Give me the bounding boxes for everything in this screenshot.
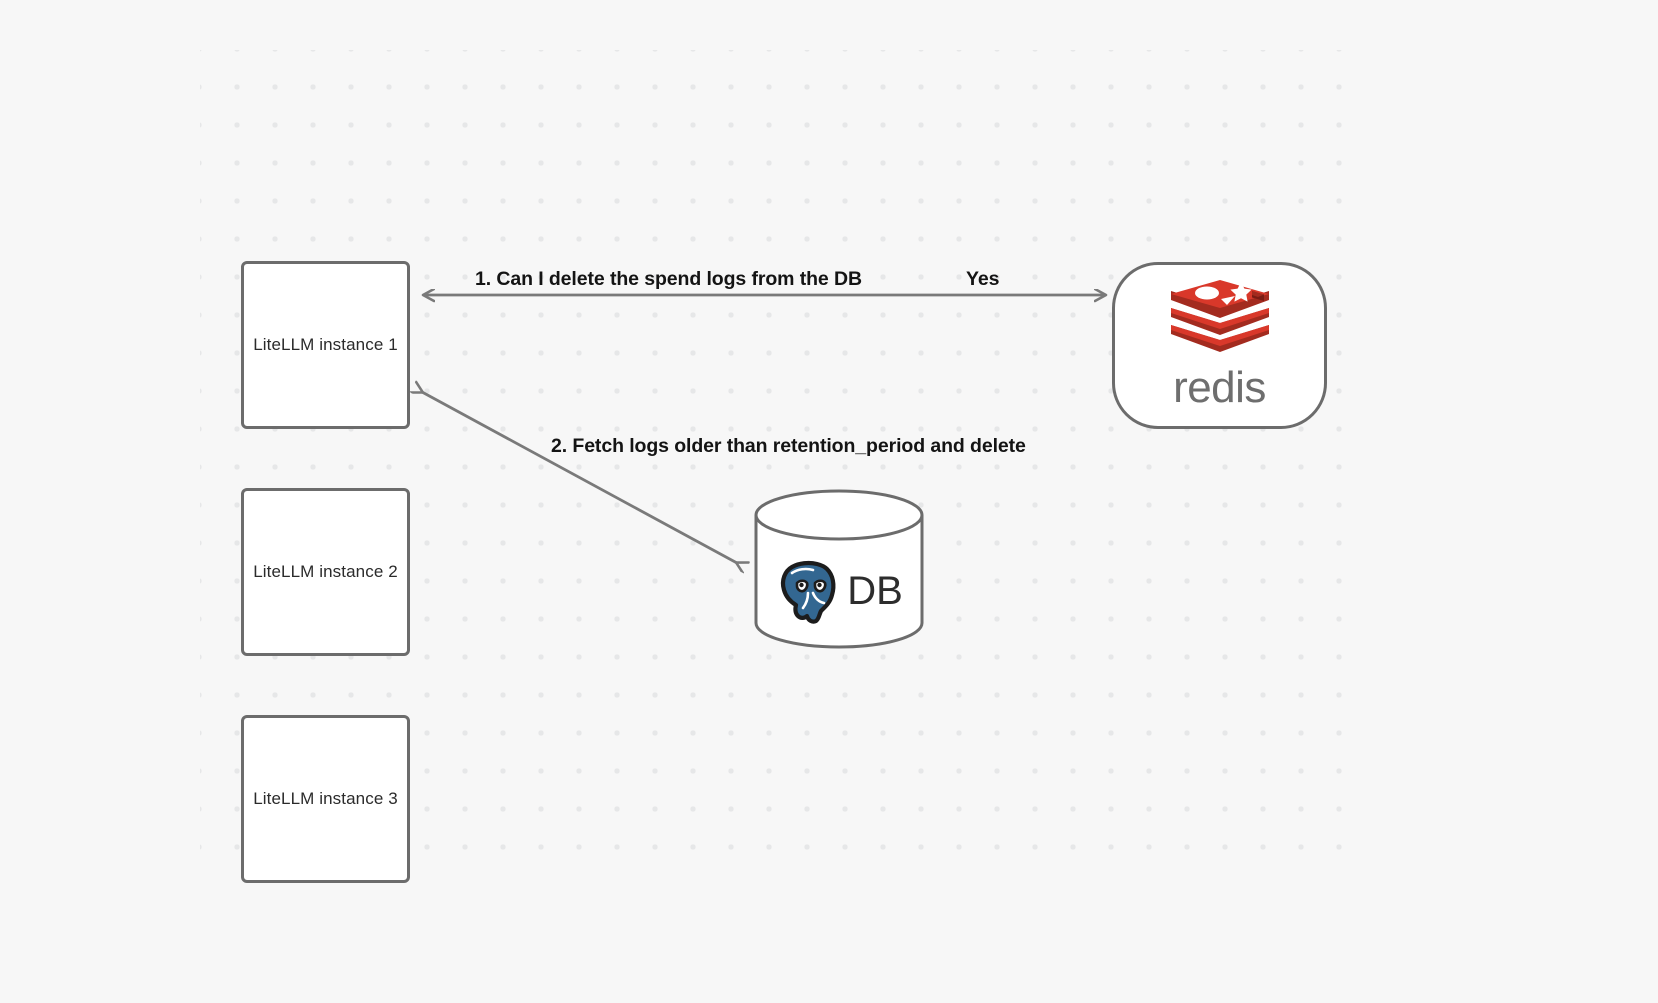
node-redis[interactable]: redis (1112, 262, 1327, 429)
postgresql-elephant-icon (781, 560, 836, 624)
edge-db-instance1 (422, 392, 737, 563)
edge-label-question: 1. Can I delete the spend logs from the … (475, 268, 862, 290)
node-label-instance-2: LiteLLM instance 2 (253, 562, 398, 581)
node-litellm-instance-1[interactable]: LiteLLM instance 1 (241, 261, 410, 429)
node-label-instance-3: LiteLLM instance 3 (253, 789, 398, 808)
database-label: DB (847, 569, 903, 613)
node-litellm-instance-3[interactable]: LiteLLM instance 3 (241, 715, 410, 883)
node-database[interactable]: DB (753, 489, 925, 649)
redis-logo: redis (1167, 278, 1273, 410)
database-label-group: DB (753, 555, 925, 627)
node-litellm-instance-2[interactable]: LiteLLM instance 2 (241, 488, 410, 656)
redis-wordmark: redis (1173, 362, 1266, 412)
node-label-instance-1: LiteLLM instance 1 (253, 335, 398, 354)
edge-label-fetch-delete: 2. Fetch logs older than retention_perio… (551, 435, 1026, 457)
edge-label-answer: Yes (966, 268, 1000, 290)
redis-stack-icon (1170, 279, 1269, 352)
